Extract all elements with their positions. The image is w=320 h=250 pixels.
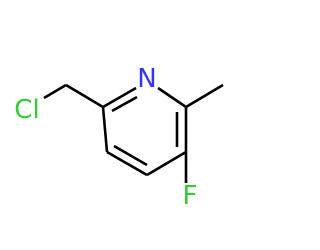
bond-n1-c6 [157, 86, 187, 109]
bond-ch2-cl [43, 83, 67, 100]
atom-label-cl: Cl [14, 95, 39, 125]
bond-c5-c4 [146, 150, 187, 177]
substituents [43, 83, 224, 183]
bond-c6-methyl [185, 83, 224, 109]
bond-c3-c2 [101, 106, 109, 153]
bond-c4-c3 [106, 150, 148, 177]
bond-c2-n1-inner [111, 95, 138, 113]
bond-c2-n1 [102, 86, 137, 109]
pyridine-ring [101, 86, 188, 177]
bond-c4-c3-inner [113, 144, 148, 167]
atom-label-n: N [137, 64, 156, 94]
structure-diagram: N F Cl [14, 64, 224, 211]
atom-label-f: F [183, 181, 198, 211]
bond-c2-ch2 [65, 83, 104, 109]
